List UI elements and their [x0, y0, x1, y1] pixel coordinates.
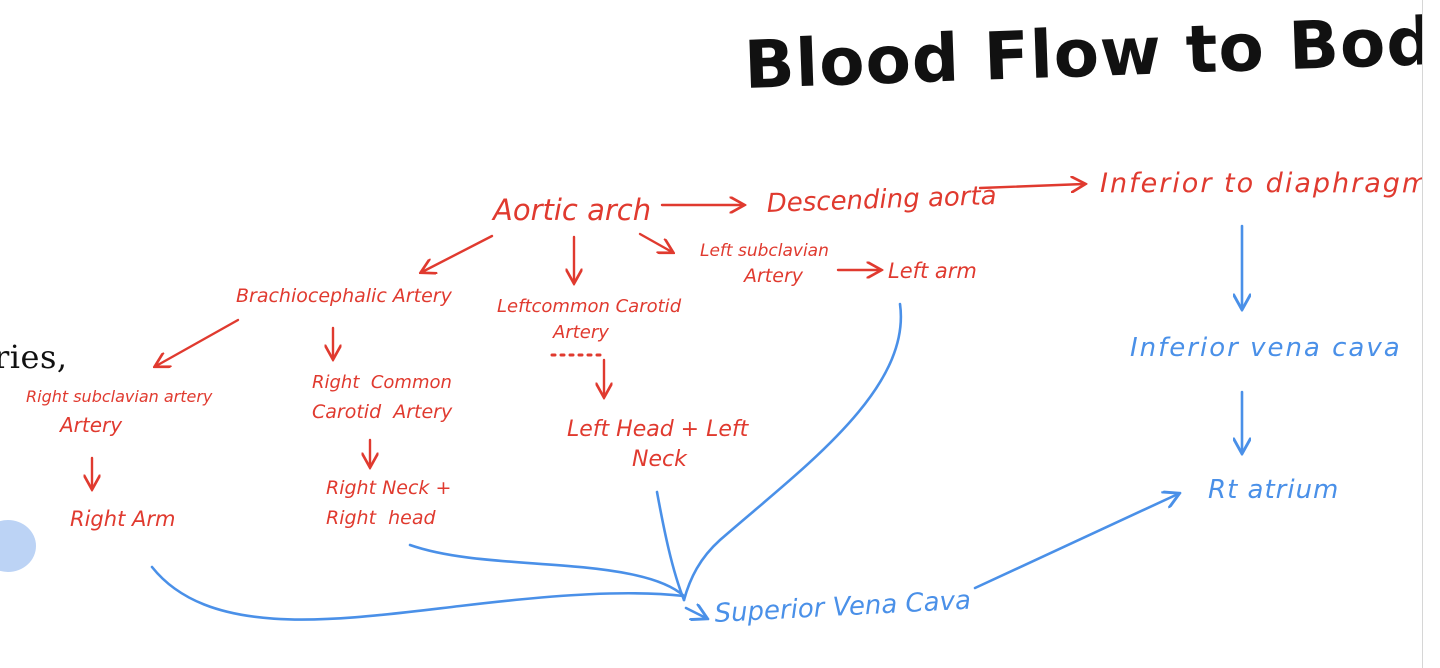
page-right-edge	[1422, 0, 1440, 668]
label-left-subclavian-line2: Artery	[742, 265, 804, 287]
label-left-head-neck-line2: Neck	[632, 447, 688, 472]
label-right-neck-head-line2: Right head	[326, 507, 436, 529]
label-left-head-neck-line1: Left Head + Left	[567, 417, 750, 442]
label-aortic-arch: Aortic arch	[491, 193, 651, 227]
curve-right-arm-to-svc	[150, 565, 686, 621]
diagram-title: Blood Flow to Body	[743, 1, 1440, 104]
curve-right-neck-head-to-svc	[408, 543, 686, 598]
arrow-brachiocephalic-to-right-subclavian	[156, 318, 240, 366]
label-right-neck-head-line1: Right Neck +	[326, 477, 451, 499]
arrow-aortic-to-brachiocephalic	[422, 234, 494, 272]
arrow-aortic-to-left-subclavian	[638, 232, 672, 252]
label-right-subclavian-line1: Right subclavian artery	[26, 387, 213, 406]
label-right-common-carotid-line1: Right Common	[312, 372, 452, 393]
label-left-subclavian-line1: Left subclavian	[700, 241, 829, 261]
label-right-arm: Right Arm	[70, 507, 175, 531]
curve-left-arm-to-svc	[682, 302, 903, 602]
label-left-arm: Left arm	[888, 259, 977, 283]
label-brachiocephalic-artery: Brachiocephalic Artery	[236, 285, 453, 307]
label-rt-atrium: Rt atrium	[1208, 475, 1339, 505]
label-right-subclavian-line2: Artery	[58, 413, 123, 437]
document-text-fragment: ries,	[0, 338, 68, 376]
label-left-common-carotid-line2: Artery	[552, 322, 609, 343]
label-inferior-to-diaphragm: Inferior to diaphragm	[1100, 168, 1430, 199]
label-left-common-carotid-line1: Leftcommon Carotid	[497, 296, 682, 317]
label-superior-vena-cava: Superior Vena Cava	[714, 586, 972, 629]
label-inferior-vena-cava: Inferior vena cava	[1130, 333, 1402, 363]
arrow-svc-to-rt-atrium	[973, 494, 1178, 590]
arrow-descending-to-inferior	[978, 184, 1084, 188]
curve-left-head-neck-to-svc	[655, 490, 686, 602]
arrow-into-svc	[684, 608, 706, 618]
label-right-common-carotid-line2: Carotid Artery	[312, 401, 453, 423]
label-descending-aorta: Descending aorta	[766, 181, 997, 219]
